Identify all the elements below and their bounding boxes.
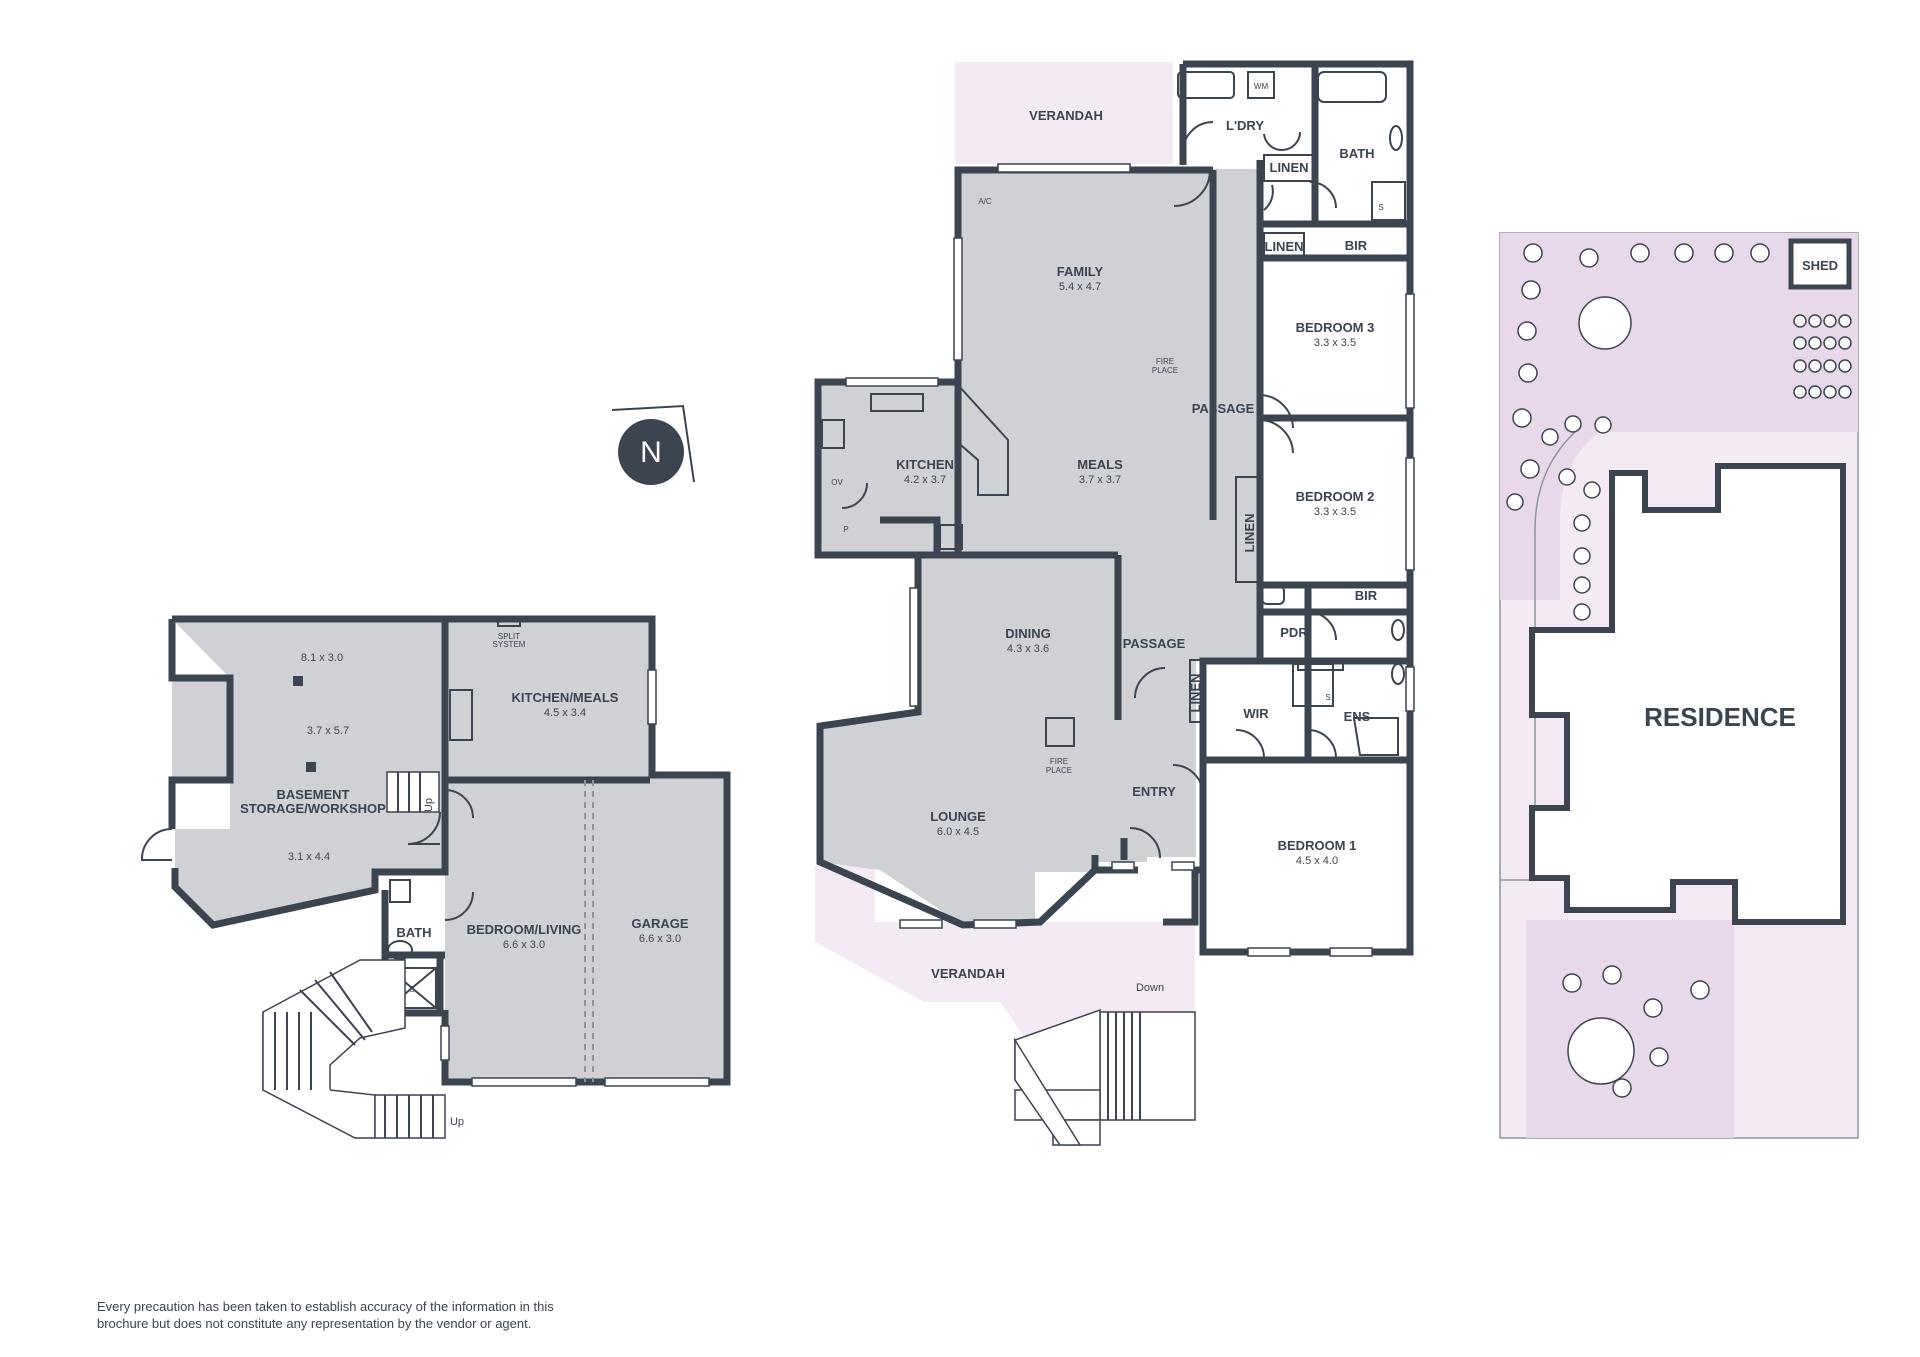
bedroom2-size: 3.3 x 3.5 <box>1314 506 1356 518</box>
bedroom-living-size: 6.6 x 3.0 <box>503 939 545 951</box>
lower-shower-label: S <box>409 985 414 994</box>
kitchen-meals-label: KITCHEN/MEALS <box>512 690 619 705</box>
meals-label: MEALS <box>1077 457 1123 472</box>
pantry-label: P <box>843 525 848 534</box>
split-system-a: SPLIT <box>498 632 520 641</box>
bedroom2-label: BEDROOM 2 <box>1296 489 1375 504</box>
lounge-size: 6.0 x 4.5 <box>937 826 979 838</box>
compass-label: N <box>640 436 662 469</box>
garage-size: 6.6 x 3.0 <box>639 933 681 945</box>
kitchen-label: KITCHEN <box>896 457 954 472</box>
basement-pillar-2 <box>306 762 316 772</box>
oven-label: OV <box>831 478 843 487</box>
verandah-top <box>955 62 1173 164</box>
upper-stairs-down <box>1014 1008 1196 1146</box>
bir-label-2: BIR <box>1355 588 1378 603</box>
linen-label-2: LINEN <box>1265 239 1304 254</box>
family-size: 5.4 x 4.7 <box>1059 281 1101 293</box>
shower-label-1: S <box>1378 203 1383 212</box>
fridge-label: F <box>956 536 961 545</box>
bath-label: BATH <box>1339 146 1374 161</box>
upper-door-swings <box>841 121 1337 859</box>
bir-label-1: BIR <box>1345 238 1368 253</box>
disclaimer-line-2: brochure but does not constitute any rep… <box>97 1316 531 1331</box>
disclaimer-line-1: Every precaution has been taken to estab… <box>97 1299 554 1314</box>
basement-name-1: BASEMENT <box>277 787 350 802</box>
wir-label: WIR <box>1243 706 1269 721</box>
linen-label-3: LINEN <box>1242 514 1257 553</box>
shed <box>1788 238 1852 290</box>
site-trees <box>1506 243 1770 1098</box>
kitchen-size: 4.2 x 3.7 <box>904 474 946 486</box>
upper-windows <box>845 163 1415 957</box>
basement-pillar-1 <box>293 676 303 686</box>
garage-label: GARAGE <box>631 916 688 931</box>
dining-label: DINING <box>1005 626 1051 641</box>
shed-label: SHED <box>1802 258 1838 273</box>
kitchen-meals-size: 4.5 x 3.4 <box>544 707 586 719</box>
lower-walls-outer <box>168 615 731 1086</box>
site-plan: SHED RESIDENCE <box>1499 232 1859 1139</box>
bath-fill <box>1315 64 1407 224</box>
compass-arrow <box>611 404 695 483</box>
ens-label: ENS <box>1344 709 1371 724</box>
ac-label: A/C <box>978 197 992 206</box>
dining-size: 4.3 x 3.6 <box>1007 643 1049 655</box>
north-compass: N <box>611 404 695 485</box>
lower-door-swings <box>140 789 474 921</box>
residence-label: RESIDENCE <box>1644 702 1796 732</box>
lower-walls-inner <box>381 776 650 1017</box>
stairs-down-label: Down <box>1136 982 1164 994</box>
linen-label-1: LINEN <box>1270 160 1309 175</box>
basement-dim-top: 8.1 x 3.0 <box>301 652 343 664</box>
entry-label: ENTRY <box>1132 784 1176 799</box>
lower-windows <box>440 617 710 1087</box>
basement-dim-bottom: 3.1 x 4.4 <box>288 851 330 863</box>
laundry-fill <box>1177 64 1312 169</box>
stairs-up-label: Up <box>450 1116 464 1128</box>
stair-up-inner-label: Up <box>423 798 435 812</box>
fire-place-1a: FIRE <box>1156 357 1174 366</box>
verandah-top-label: VERANDAH <box>1029 108 1103 123</box>
passage-label-1: PASSAGE <box>1192 401 1255 416</box>
fire-place-1b: PLACE <box>1152 366 1178 375</box>
bedroom-living-label: BEDROOM/LIVING <box>467 922 582 937</box>
upper-fixtures <box>821 71 1406 756</box>
lower-stairs-up <box>262 959 446 1139</box>
verandah-bottom-label: VERANDAH <box>931 966 1005 981</box>
pdr-label: PDR <box>1280 625 1308 640</box>
residence-footprint <box>1529 463 1846 925</box>
shower-label-2: S <box>1325 693 1330 702</box>
linen-label-4: LINEN <box>1188 674 1203 713</box>
basement-name-2: STORAGE/WORKSHOP <box>240 801 386 816</box>
wm-label: WM <box>1254 82 1269 91</box>
upper-walls-kitchen <box>820 380 1128 860</box>
family-label: FAMILY <box>1057 264 1104 279</box>
bedroom1-label: BEDROOM 1 <box>1278 838 1357 853</box>
lower-bath-label: BATH <box>396 925 431 940</box>
upper-floor-fill <box>818 160 1260 925</box>
lounge-label: LOUNGE <box>930 809 986 824</box>
upper-floor: VERANDAH L'DRY WM LINEN LINEN BATH BIR A… <box>814 60 1415 1146</box>
bedroom3-size: 3.3 x 3.5 <box>1314 337 1356 349</box>
bedroom3-label: BEDROOM 3 <box>1296 320 1375 335</box>
garden-rear <box>1526 920 1734 1138</box>
passage-label-2: PASSAGE <box>1123 636 1186 651</box>
bedroom1-size: 4.5 x 4.0 <box>1296 855 1338 867</box>
compass-circle <box>618 419 684 485</box>
site-shrub-rows <box>1793 314 1852 399</box>
meals-size: 3.7 x 3.7 <box>1079 474 1121 486</box>
driveway <box>1500 431 1576 881</box>
fire-place-2a: FIRE <box>1050 757 1068 766</box>
basement-dim-mid: 3.7 x 5.7 <box>307 725 349 737</box>
fire-place-2b: PLACE <box>1046 766 1072 775</box>
linen-walls <box>1189 154 1316 723</box>
split-system-b: SYSTEM <box>493 640 526 649</box>
lower-floor: 8.1 x 3.0 SPLIT SYSTEM KITCHEN/MEALS 4.5… <box>140 615 731 1139</box>
laundry-label: L'DRY <box>1226 118 1264 133</box>
